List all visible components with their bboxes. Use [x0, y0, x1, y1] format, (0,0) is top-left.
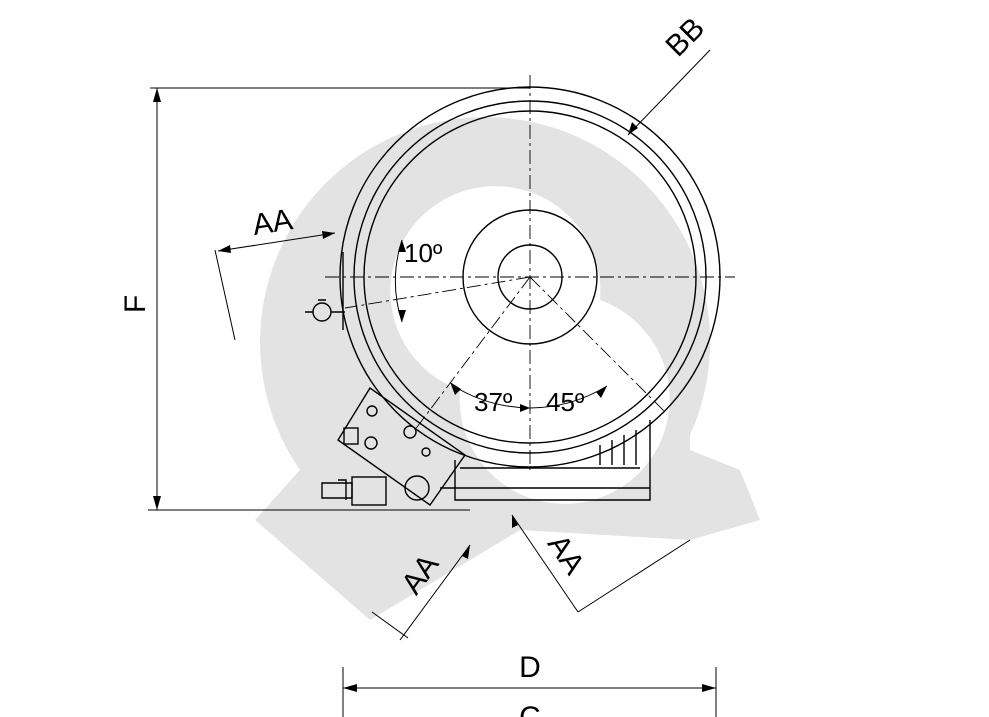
valve-fitting — [321, 479, 353, 500]
angle-label-37: 37º — [474, 387, 513, 417]
panel-switch — [343, 427, 359, 445]
panel-dial — [404, 475, 430, 501]
panel-knob-2 — [366, 405, 378, 417]
dim-label-bb: BB — [659, 11, 711, 63]
dim-label-d: D — [519, 651, 541, 684]
angle-label-10: 10º — [404, 238, 443, 268]
dim-label-aa-left: AA — [250, 203, 295, 242]
panel-knob-3 — [403, 425, 417, 439]
angle-label-45: 45º — [546, 387, 585, 417]
angle-arcs — [394, 239, 608, 409]
panel-knob-4 — [421, 447, 431, 457]
base-ribs — [599, 430, 637, 465]
dim-label-aa-bottom-right: AA — [541, 529, 591, 581]
watermark-logo — [255, 117, 760, 620]
dim-label-f: F — [119, 295, 152, 313]
dim-label-c: C — [519, 701, 541, 717]
dimension-lines — [148, 49, 717, 717]
panel-knob — [364, 436, 378, 450]
center-lines — [325, 75, 735, 470]
base-frame — [454, 420, 651, 501]
control-panel — [337, 386, 466, 506]
